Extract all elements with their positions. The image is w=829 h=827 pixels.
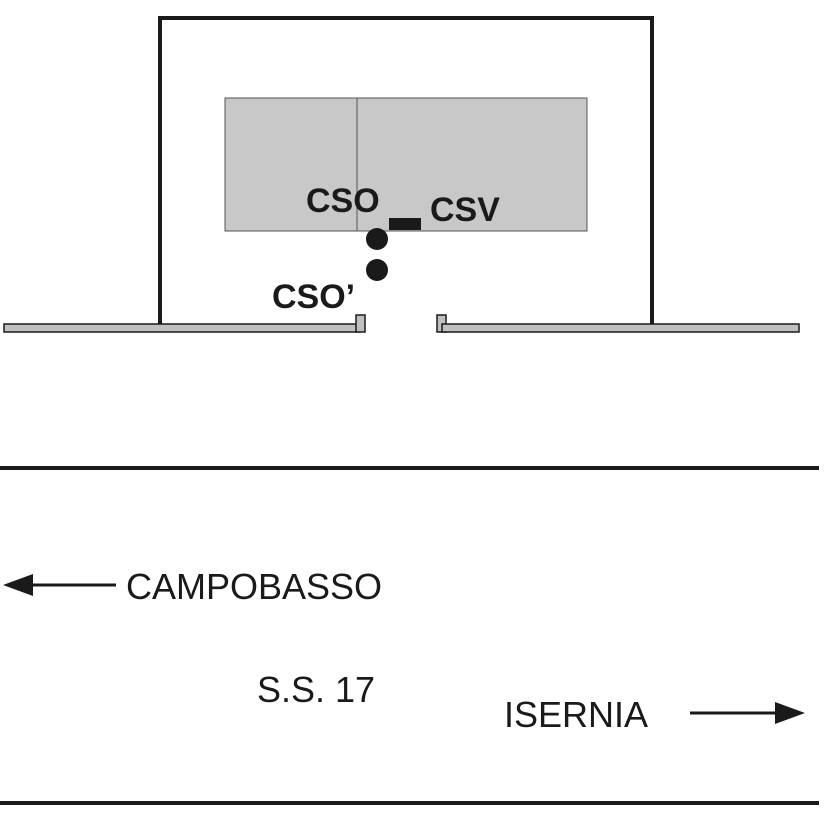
enclosure-outline: [158, 16, 654, 324]
arrow-left-icon: [3, 574, 33, 596]
boundary-wall-right: [441, 323, 800, 333]
arrow-right-icon: [775, 702, 805, 724]
cso-marker: [366, 228, 388, 250]
csv-label: CSV: [430, 191, 500, 229]
gate-post-left: [355, 314, 366, 333]
cso-prime-label: CSO’: [272, 278, 355, 316]
boundary-wall-left: [3, 323, 361, 333]
direction-label-isernia: ISERNIA: [504, 694, 648, 735]
building: [224, 97, 588, 232]
cso-prime-marker: [366, 259, 388, 281]
road-name-label: S.S. 17: [257, 669, 375, 710]
cso-label: CSO: [306, 182, 380, 220]
csv-marker: [389, 218, 421, 230]
direction-label-campobasso: CAMPOBASSO: [126, 566, 382, 607]
